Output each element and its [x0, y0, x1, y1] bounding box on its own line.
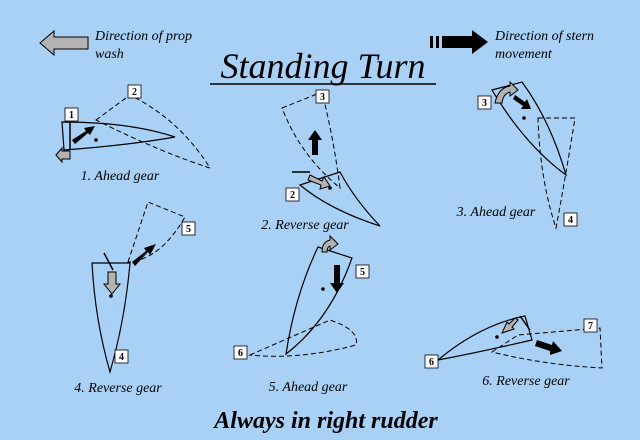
gray-arrow-icon	[39, 29, 89, 57]
stern-movement-arrow	[132, 244, 156, 266]
step-6-reverse-gear: 7 6 6. Reverse gear	[424, 315, 603, 389]
prop-wash-arrow	[307, 174, 331, 190]
position-number-7: 7	[588, 321, 593, 332]
legend-stern-line2: movement	[495, 47, 553, 62]
step-label-6: 6. Reverse gear	[482, 374, 570, 389]
position-number-3: 3	[320, 92, 325, 103]
black-arrow-icon	[442, 30, 488, 54]
position-number-5b: 5	[360, 267, 365, 278]
boat-hull	[435, 315, 533, 362]
subtitle: Always in right rudder	[212, 408, 438, 434]
legend-stern-movement: Direction of stern movement	[430, 29, 594, 62]
boat-hull	[285, 246, 353, 356]
prop-wash-arrow	[494, 80, 519, 104]
position-number-2b: 2	[290, 190, 295, 201]
step-label-3: 3. Ahead gear	[456, 205, 536, 220]
prop-wash-arrow	[321, 234, 339, 253]
stern-movement-arrow	[535, 340, 562, 355]
prop-wash-arrow	[102, 271, 122, 295]
boat-position-4-dashed	[537, 117, 576, 230]
position-number-6: 6	[238, 348, 243, 359]
stern-movement-arrow	[513, 95, 531, 109]
step-4-reverse-gear: 5 4 4. Reverse gear	[74, 201, 196, 396]
step-label-1: 1. Ahead gear	[81, 169, 160, 184]
boat-hull	[491, 81, 568, 177]
legend-prop-wash: Direction of prop wash	[39, 29, 192, 62]
prop-wash-arrow	[55, 146, 71, 164]
prop-wash-arrow	[501, 317, 519, 334]
step-label-2: 2. Reverse gear	[261, 218, 349, 233]
boat-hull	[61, 121, 176, 151]
position-number-2: 2	[132, 87, 137, 98]
stern-movement-arrow	[72, 126, 95, 144]
boat-position-3-dashed	[281, 91, 341, 190]
step-1-ahead-gear: 1 2 1. Ahead gear	[55, 84, 212, 184]
legend-prop-wash-line1: Direction of prop	[94, 29, 192, 44]
position-number-5: 5	[186, 224, 191, 235]
boat-position-7-dashed	[490, 327, 603, 369]
stern-movement-arrow	[308, 130, 322, 155]
step-5-ahead-gear: 5 6 5. Ahead gear	[233, 234, 370, 395]
position-number-3b: 3	[482, 98, 487, 109]
position-number-1: 1	[69, 110, 74, 121]
position-number-4b: 4	[119, 352, 124, 363]
legend-stern-line1: Direction of stern	[494, 29, 594, 44]
position-number-6b: 6	[429, 357, 434, 368]
boat-hull	[298, 171, 381, 227]
step-label-5: 5. Ahead gear	[269, 380, 348, 395]
page-title: Standing Turn	[220, 46, 425, 86]
step-2-reverse-gear: 3 2 2. Reverse gear	[261, 89, 381, 233]
step-3-ahead-gear: 3 4 3. Ahead gear	[456, 80, 578, 230]
legend-prop-wash-line2: wash	[95, 47, 124, 62]
position-number-4: 4	[568, 215, 573, 226]
step-label-4: 4. Reverse gear	[74, 381, 162, 396]
boat-hull	[91, 262, 131, 375]
boat-position-2-dashed	[95, 94, 212, 169]
boat-position-5-dashed	[127, 201, 186, 263]
stern-movement-arrow	[330, 265, 344, 293]
